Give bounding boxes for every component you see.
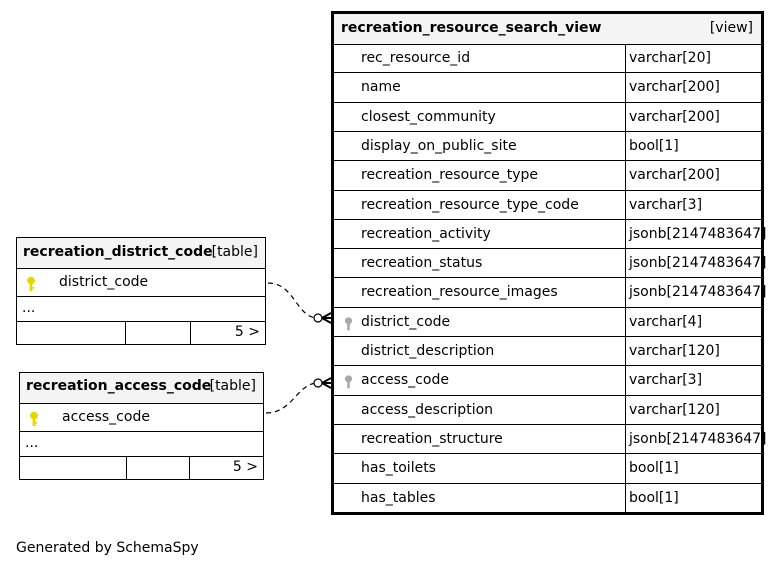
access-ellipsis: ... bbox=[25, 435, 39, 451]
view-column-type: varchar[3] bbox=[629, 197, 703, 213]
view-column-row[interactable]: has_toilets bool[1] bbox=[334, 454, 761, 484]
view-column-type: bool[1] bbox=[629, 138, 679, 154]
district-table-name: recreation_district_code bbox=[23, 244, 213, 260]
view-column-name: recreation_structure bbox=[361, 431, 503, 447]
view-column-name: access_description bbox=[361, 402, 494, 418]
view-column-row[interactable]: district_description varchar[120] bbox=[334, 337, 761, 366]
district-table-type-label: [table] bbox=[211, 244, 258, 260]
view-column-type: jsonb[2147483647] bbox=[629, 255, 767, 271]
district-relationship-zero-marker bbox=[313, 313, 323, 323]
view-column-name: recreation_resource_type bbox=[361, 167, 539, 183]
view-column-name: recreation_resource_images bbox=[361, 284, 558, 300]
district-ellipsis: ... bbox=[22, 300, 36, 316]
foreign-key-icon bbox=[344, 372, 353, 401]
view-column-name: recreation_status bbox=[361, 255, 483, 271]
district-key-row[interactable]: district_code bbox=[17, 268, 265, 297]
primary-key-icon bbox=[26, 274, 36, 302]
view-column-row[interactable]: recreation_status jsonb[2147483647] bbox=[334, 249, 767, 278]
view-column-type: bool[1] bbox=[629, 460, 679, 476]
access-footer-divider-2 bbox=[189, 457, 190, 480]
access-table-header: recreation_access_code [table] bbox=[20, 373, 263, 404]
view-column-name: display_on_public_site bbox=[361, 138, 517, 154]
view-type-label: [view] bbox=[709, 20, 753, 36]
view-column-type: jsonb[2147483647] bbox=[629, 431, 767, 447]
access-key-column-name: access_code bbox=[62, 409, 150, 425]
view-header: recreation_resource_search_view [view] bbox=[334, 14, 761, 45]
district-relationship-crowfoot bbox=[321, 312, 332, 324]
access-relationship-zero-marker bbox=[313, 378, 323, 388]
view-column-name: rec_resource_id bbox=[361, 50, 471, 66]
table-recreation-access-code[interactable]: recreation_access_code [table] access_co… bbox=[19, 372, 264, 480]
view-name: recreation_resource_search_view bbox=[341, 20, 602, 36]
district-key-column-name: district_code bbox=[59, 274, 149, 290]
view-column-type: varchar[3] bbox=[629, 372, 703, 388]
view-column-type: varchar[200] bbox=[629, 109, 720, 125]
district-footer-divider-1 bbox=[125, 322, 126, 345]
access-relationship-crowfoot bbox=[321, 377, 332, 389]
view-column-divider bbox=[625, 45, 626, 512]
access-key-row[interactable]: access_code bbox=[20, 403, 263, 432]
district-footer-row: 5 > bbox=[17, 322, 265, 345]
view-column-name: name bbox=[361, 79, 401, 95]
view-column-type: varchar[20] bbox=[629, 50, 711, 66]
view-column-name: has_tables bbox=[361, 490, 436, 506]
view-column-name: closest_community bbox=[361, 109, 496, 125]
view-column-type: varchar[120] bbox=[629, 343, 720, 359]
view-column-type: varchar[200] bbox=[629, 167, 720, 183]
view-column-name: recreation_activity bbox=[361, 226, 491, 242]
access-footer-divider-1 bbox=[126, 457, 127, 480]
view-column-row[interactable]: recreation_resource_images jsonb[21474836… bbox=[334, 278, 767, 308]
view-recreation-resource-search-view[interactable]: recreation_resource_search_view [view] r… bbox=[331, 11, 767, 515]
district-children-count[interactable]: 5 > bbox=[234, 324, 260, 340]
view-column-type: bool[1] bbox=[629, 490, 679, 506]
primary-key-icon bbox=[29, 409, 39, 437]
view-column-row[interactable]: recreation_structure jsonb[2147483647] bbox=[334, 425, 767, 454]
access-table-name: recreation_access_code bbox=[26, 378, 212, 394]
view-column-row[interactable]: district_code varchar[4] bbox=[334, 308, 761, 337]
access-footer-row: 5 > bbox=[20, 457, 263, 480]
view-column-name: recreation_resource_type_code bbox=[361, 197, 579, 213]
table-recreation-district-code[interactable]: recreation_district_code [table] distric… bbox=[16, 237, 266, 345]
view-column-type: jsonb[2147483647] bbox=[629, 284, 767, 300]
view-column-name: district_code bbox=[361, 314, 451, 330]
access-table-type-label: [table] bbox=[209, 378, 256, 394]
view-column-name: district_description bbox=[361, 343, 495, 359]
view-column-row[interactable]: access_description varchar[120] bbox=[334, 396, 761, 425]
view-column-row[interactable]: has_tables bool[1] bbox=[334, 484, 761, 512]
access-relationship-line bbox=[265, 382, 331, 414]
district-more-columns-row: ... bbox=[17, 297, 265, 322]
view-column-name: access_code bbox=[361, 372, 449, 388]
view-column-row[interactable]: rec_resource_id varchar[20] bbox=[334, 44, 761, 73]
view-column-type: varchar[120] bbox=[629, 402, 720, 418]
district-footer-divider-2 bbox=[190, 322, 191, 345]
view-column-row[interactable]: display_on_public_site bool[1] bbox=[334, 132, 761, 161]
view-column-type: varchar[4] bbox=[629, 314, 703, 330]
view-column-type: jsonb[2147483647] bbox=[629, 226, 767, 242]
view-column-name: has_toilets bbox=[361, 460, 436, 476]
access-children-count[interactable]: 5 > bbox=[232, 459, 258, 475]
generated-by-text: Generated by SchemaSpy bbox=[16, 540, 199, 556]
view-column-type: varchar[200] bbox=[629, 79, 720, 95]
foreign-key-icon bbox=[344, 314, 353, 342]
district-table-header: recreation_district_code [table] bbox=[17, 238, 265, 269]
district-relationship-line bbox=[267, 282, 331, 319]
view-column-row[interactable]: recreation_resource_type_code varchar[3] bbox=[334, 191, 761, 220]
view-column-row[interactable]: recreation_activity jsonb[2147483647] bbox=[334, 220, 767, 249]
view-column-row[interactable]: recreation_resource_type varchar[200] bbox=[334, 161, 761, 191]
view-column-row[interactable]: name varchar[200] bbox=[334, 73, 761, 103]
access-more-columns-row: ... bbox=[20, 432, 263, 457]
view-column-row[interactable]: access_code varchar[3] bbox=[334, 366, 761, 396]
view-column-row[interactable]: closest_community varchar[200] bbox=[334, 103, 761, 132]
